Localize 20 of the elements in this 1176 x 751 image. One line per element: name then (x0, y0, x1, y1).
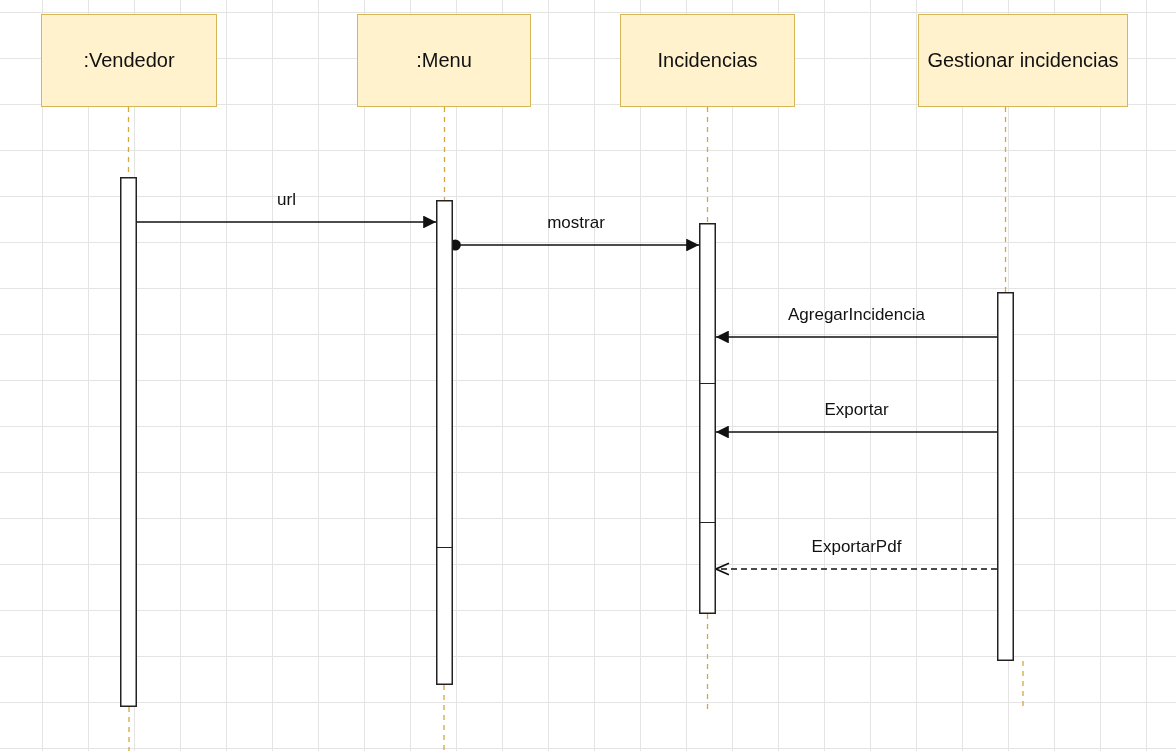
lifeline (1004, 106, 1007, 293)
message-arrow (715, 330, 998, 344)
lifeline-header: Incidencias (620, 14, 795, 107)
lifeline-header: :Vendedor (41, 14, 217, 107)
activation-bar (699, 223, 716, 614)
message-arrow (715, 562, 998, 576)
message-label: url (277, 190, 296, 210)
message-label: Exportar (824, 400, 889, 420)
message-arrow (715, 425, 998, 439)
activation-bar (997, 292, 1014, 661)
lifeline (443, 106, 446, 201)
message-label: AgregarIncidencia (788, 305, 925, 325)
lifeline (706, 106, 709, 224)
message-label: mostrar (547, 213, 605, 233)
activation-bar (436, 200, 453, 685)
message-label: ExportarPdf (811, 537, 902, 557)
lifeline-header: :Menu (357, 14, 531, 107)
lifeline-header: Gestionar incidencias (918, 14, 1128, 107)
activation-bar (120, 177, 137, 707)
message-arrow (136, 215, 437, 229)
